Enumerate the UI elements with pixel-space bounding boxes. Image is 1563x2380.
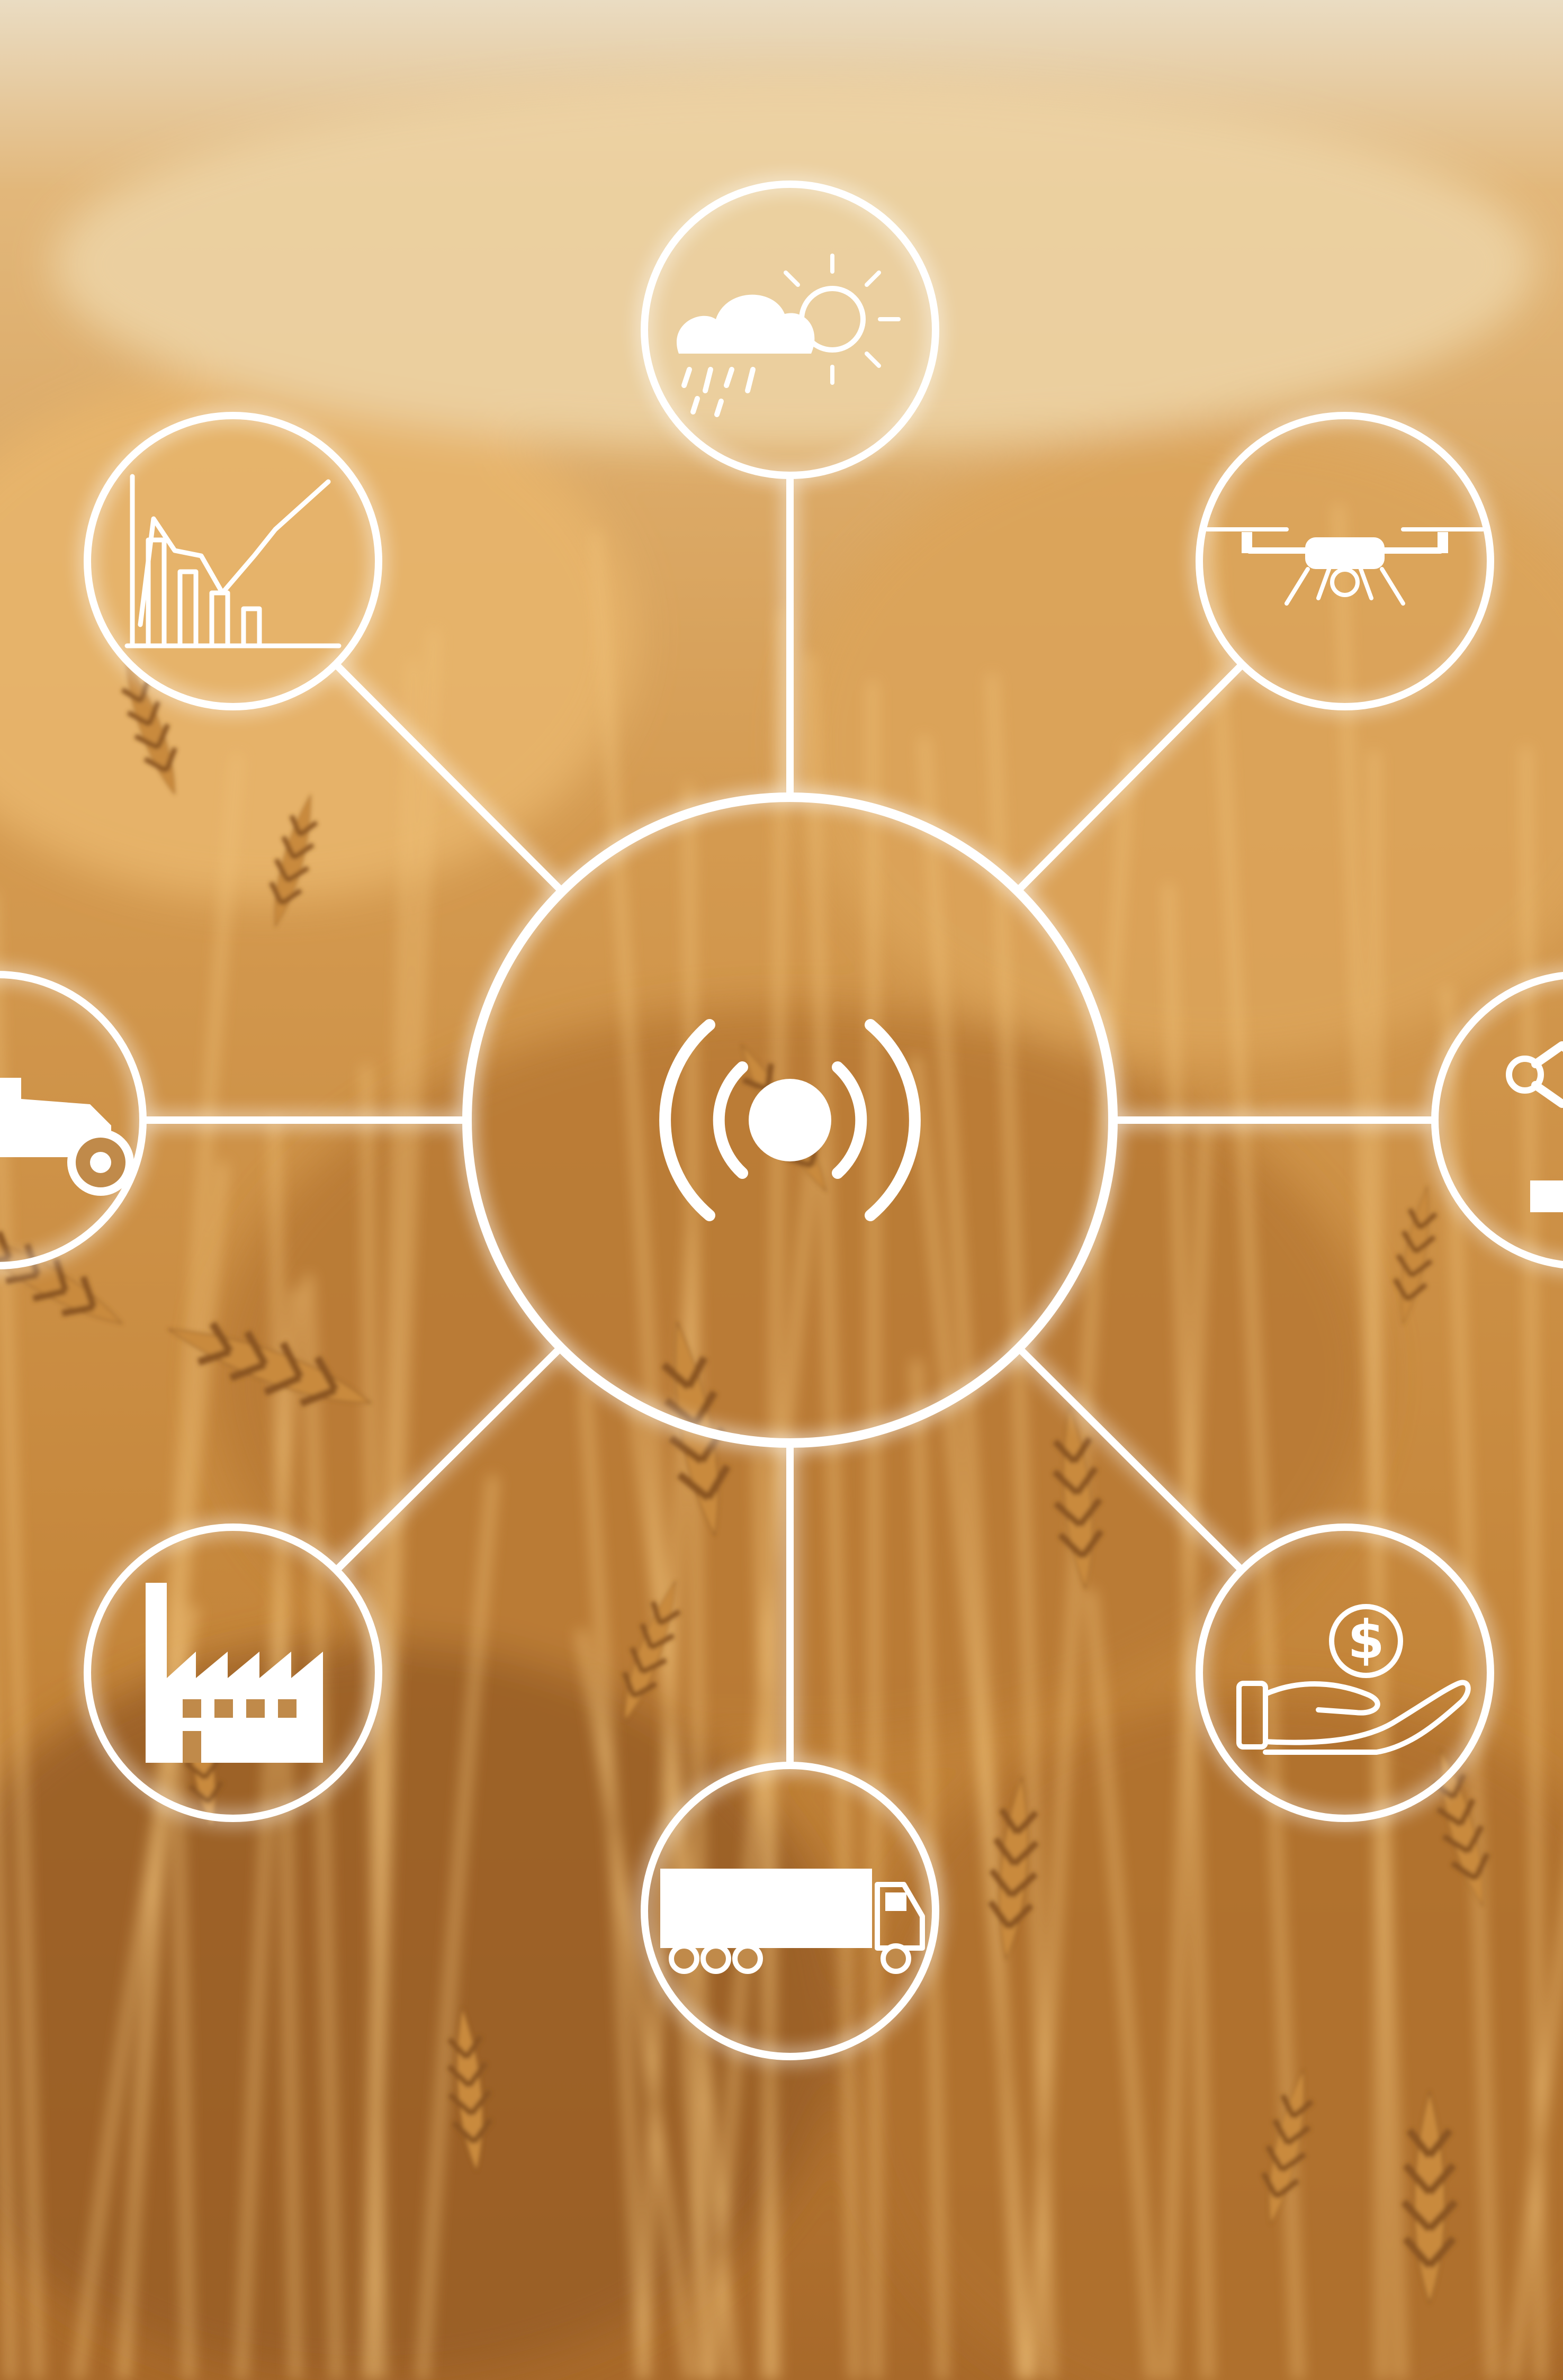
wheat-stalk bbox=[304, 1275, 340, 2380]
wheat-stalk bbox=[1334, 504, 1405, 2380]
dollar-sign-icon: $ bbox=[1348, 1609, 1385, 1671]
wireless-signal-icon bbox=[659, 1019, 921, 1221]
wheat-stalk bbox=[581, 1386, 646, 2380]
node-ring-robot-arm bbox=[1431, 971, 1563, 1269]
weather-cloud-sun-rain-icon bbox=[677, 254, 901, 417]
wheat-stalk bbox=[1443, 986, 1497, 2380]
node-ring-industry bbox=[84, 1523, 382, 1822]
iot-network-overlay bbox=[0, 181, 1563, 2060]
wheat-stalk bbox=[237, 1288, 300, 2380]
robot-arm-icon bbox=[1506, 1041, 1563, 1212]
truck-icon bbox=[660, 1869, 925, 1974]
node-ring-analytics bbox=[84, 412, 382, 710]
factory-icon bbox=[146, 1583, 323, 1763]
node-ring-weather bbox=[641, 181, 939, 479]
connector-line-finance bbox=[1016, 1345, 1245, 1573]
wheat-stalk bbox=[577, 1629, 694, 2380]
connector-lines bbox=[143, 475, 1435, 1765]
wheat-stalk bbox=[685, 783, 708, 2380]
wheat-stalk bbox=[0, 1036, 42, 2380]
wheat-stalk bbox=[1207, 519, 1302, 2380]
wheat-stalk bbox=[419, 1475, 497, 2380]
hub-ring bbox=[462, 792, 1118, 1448]
node-ring-finance bbox=[1196, 1523, 1494, 1822]
drone-icon bbox=[1205, 527, 1485, 606]
wheat-stalk bbox=[920, 737, 1025, 2380]
wheat-stalk bbox=[591, 531, 708, 2380]
node-ring-drone bbox=[1196, 412, 1494, 710]
wheat-stalk bbox=[121, 754, 241, 2380]
connector-line-analytics bbox=[333, 661, 565, 894]
wheat-stalk bbox=[0, 1837, 15, 2380]
dollar-hand-icon: $ bbox=[1236, 1604, 1471, 1755]
node-ring-logistics bbox=[641, 1762, 939, 2060]
wheat-stalk bbox=[868, 681, 880, 2380]
wheat-stalk bbox=[806, 655, 859, 2380]
wheat-stalk bbox=[1164, 1122, 1209, 2380]
node-ring-machinery bbox=[0, 971, 147, 1269]
tractor-icon bbox=[0, 1078, 134, 1196]
bar-line-chart-icon bbox=[124, 474, 342, 648]
wheat-stalk bbox=[1510, 1910, 1563, 2380]
connector-line-industry bbox=[334, 1345, 563, 1573]
connector-line-drone bbox=[1014, 662, 1245, 894]
wheat-stalk bbox=[1086, 1590, 1156, 2380]
